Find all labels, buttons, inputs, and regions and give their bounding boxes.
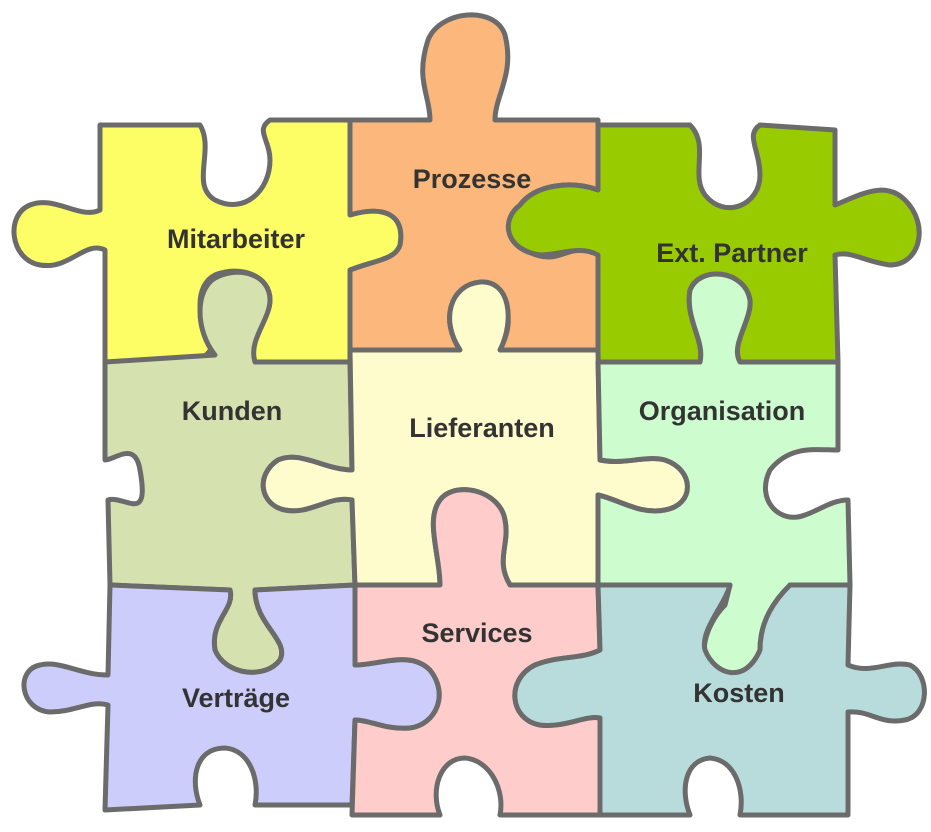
piece-kosten: Kosten: [512, 582, 927, 818]
label-ext-partner: Ext. Partner: [656, 238, 808, 268]
piece-mitarbeiter: Mitarbeiter: [11, 117, 404, 365]
piece-shape-ext-partner: [505, 122, 922, 365]
label-mitarbeiter: Mitarbeiter: [167, 224, 306, 254]
label-kosten: Kosten: [693, 678, 785, 708]
label-kunden: Kunden: [182, 396, 283, 426]
piece-shape-kosten: [512, 582, 927, 818]
label-organisation: Organisation: [639, 396, 806, 426]
piece-services: Services: [349, 487, 603, 818]
label-vertraege: Verträge: [182, 683, 290, 713]
piece-ext-partner: Ext. Partner: [505, 122, 922, 365]
piece-kunden: Kunden: [102, 269, 358, 675]
label-services: Services: [421, 618, 532, 648]
label-prozesse: Prozesse: [413, 164, 532, 194]
label-lieferanten: Lieferanten: [409, 413, 555, 443]
piece-organisation: Organisation: [595, 271, 853, 684]
